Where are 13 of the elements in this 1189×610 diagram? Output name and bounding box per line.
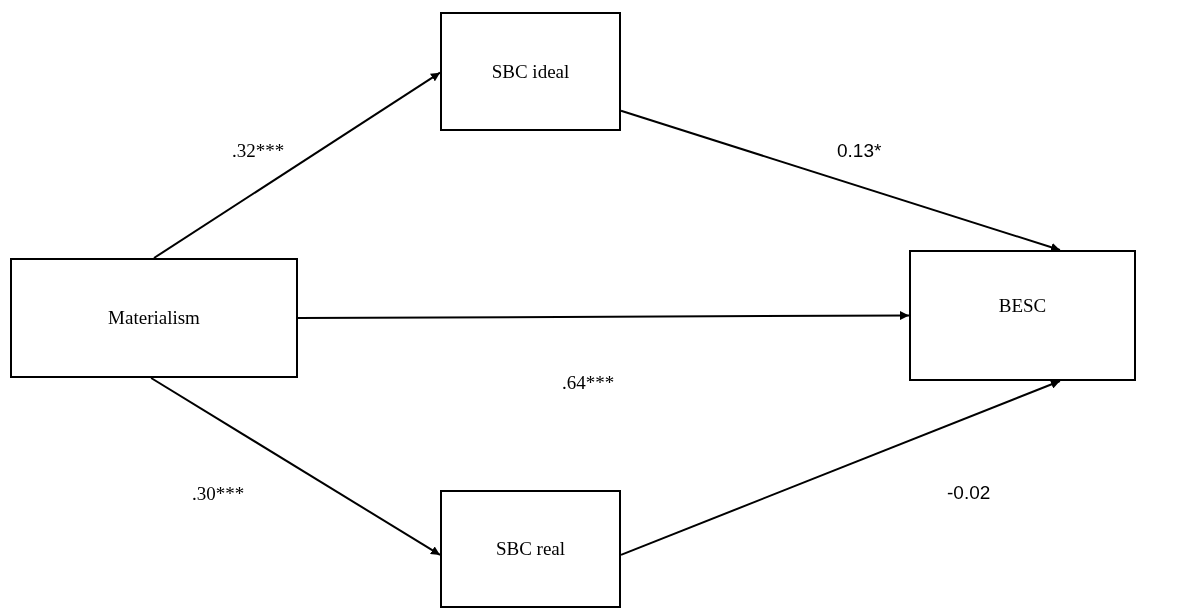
arrow [620, 380, 1061, 556]
arrow [297, 311, 910, 321]
variable-box [909, 250, 1136, 381]
variable-name: BESC [998, 294, 1047, 317]
variable-name: SBC real [495, 538, 566, 560]
arrow [153, 71, 441, 259]
variable-box [440, 490, 621, 608]
variable-name: SBC ideal [491, 60, 570, 83]
variable-box [440, 12, 621, 131]
arrow [620, 109, 1061, 252]
arrow [150, 377, 441, 556]
variable-name: Materialism [108, 307, 200, 329]
variable-box [10, 258, 298, 378]
